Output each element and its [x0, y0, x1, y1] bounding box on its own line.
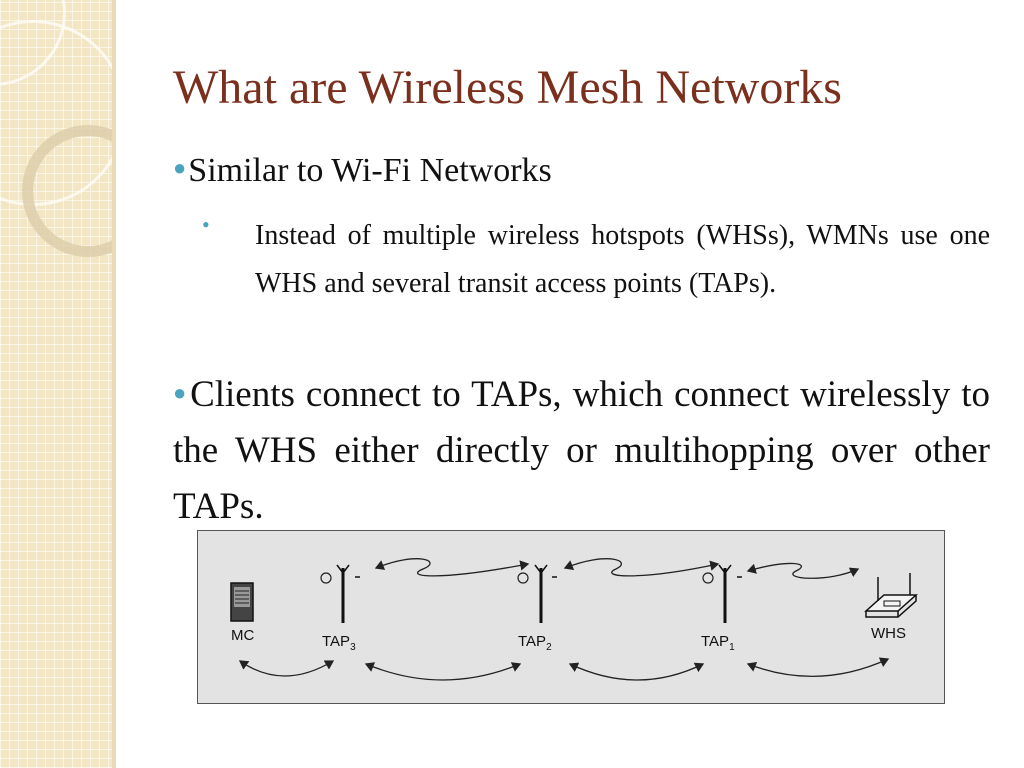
decorative-ring [22, 125, 116, 257]
sub-bullet-1-text: Instead of multiple wireless hotspots (W… [255, 220, 990, 299]
bullet-dot-icon: ● [173, 155, 187, 180]
node-label-tap1: TAP1 [701, 633, 735, 653]
bullet-dot-icon: ● [173, 380, 189, 405]
wireless-link-icon [374, 558, 860, 579]
bullet-2-text: Clients connect to TAPs, which connect w… [173, 374, 990, 527]
sub-bullet-dot-icon: • [202, 212, 210, 237]
tap2-antenna-icon [517, 564, 557, 623]
tap1-antenna-icon [702, 564, 742, 623]
slide-title: What are Wireless Mesh Networks [173, 61, 842, 114]
node-label-tap3: TAP3 [322, 633, 356, 653]
bullet-2: ●Clients connect to TAPs, which connect … [173, 365, 990, 535]
bullet-1-text: Similar to Wi-Fi Networks [188, 152, 552, 189]
whs-router-icon [864, 573, 918, 618]
node-label-mc: MC [231, 627, 255, 644]
mesh-network-diagram: MC TAP3 TAP2 TAP1 WHS [197, 530, 945, 704]
node-label-tap2: TAP2 [518, 633, 552, 653]
bullet-1: ●Similar to Wi-Fi Networks [173, 152, 552, 190]
diagram-graphics [230, 558, 918, 681]
tap3-antenna-icon [320, 564, 360, 623]
sidebar-edge [112, 0, 116, 768]
node-label-whs: WHS [871, 625, 906, 642]
decorative-sidebar [0, 0, 116, 768]
mc-device-icon [230, 582, 254, 622]
multihop-link-arrow [238, 657, 890, 681]
